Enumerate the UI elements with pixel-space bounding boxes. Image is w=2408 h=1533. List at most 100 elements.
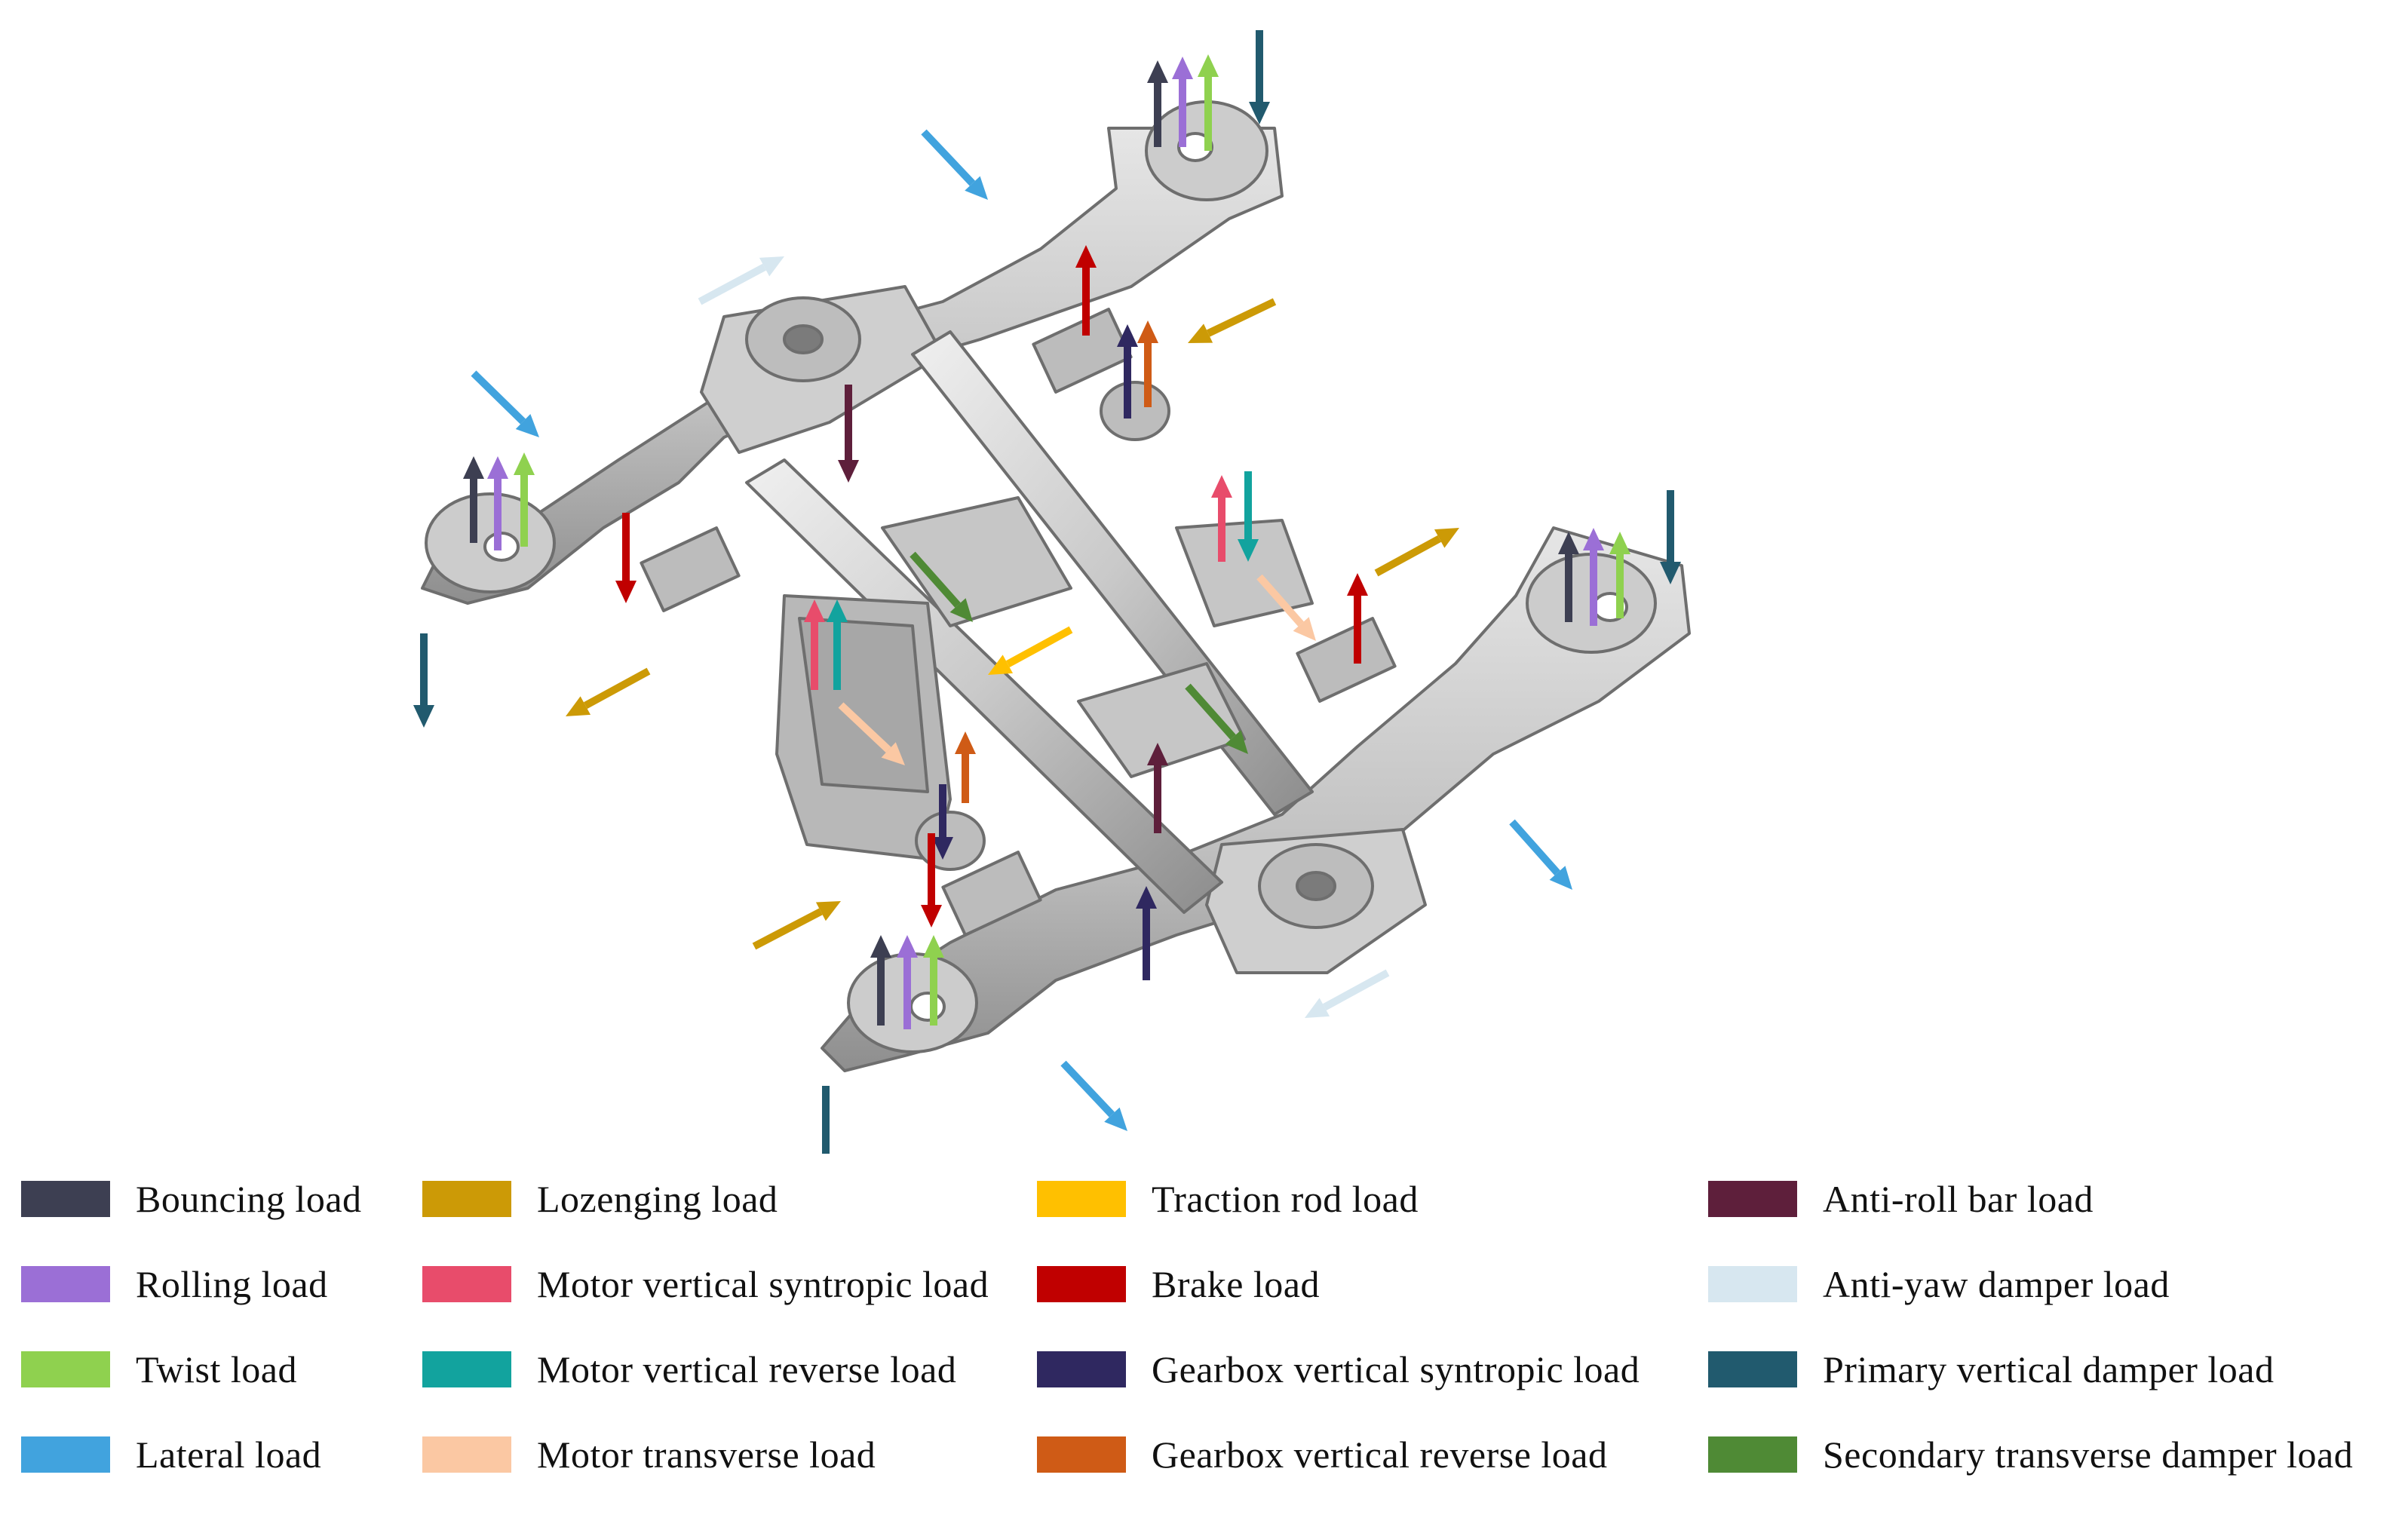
- legend-label: Brake load: [1152, 1263, 1320, 1305]
- arrow-head: [1104, 1107, 1127, 1131]
- arrow-lateral-34: [1509, 819, 1572, 890]
- bogie-frame-diagram: [413, 30, 1691, 1154]
- legend-label: Anti-yaw damper load: [1823, 1263, 2170, 1305]
- arrow-rolling-12: [487, 456, 508, 550]
- arrow-head: [463, 456, 484, 479]
- legend-item-bouncing: Bouncing load: [21, 1176, 362, 1222]
- arrow-head: [1147, 60, 1168, 83]
- arrow-gearbox-vertical-reverse-36: [955, 731, 976, 803]
- arrow-head: [1172, 57, 1193, 79]
- arrow-head: [1583, 528, 1604, 550]
- legend-swatch-lozenging: [422, 1181, 511, 1217]
- arrow-primary-vertical-damper-16: [413, 633, 434, 728]
- arrow-motor-vertical-reverse-19: [827, 599, 848, 690]
- arrow-head: [955, 731, 976, 754]
- arrow-anti-roll-bar-29: [1147, 743, 1168, 833]
- legend-swatch-brake: [1037, 1266, 1126, 1302]
- legend-label: Anti-roll bar load: [1823, 1178, 2094, 1220]
- arrow-brake-15: [615, 513, 637, 603]
- arrow-primary-vertical-damper-45: [822, 1086, 830, 1154]
- arrow-twist-43: [923, 935, 944, 1026]
- arrow-head: [827, 599, 848, 622]
- legend-swatch-gearbox-vertical-syntropic: [1037, 1351, 1126, 1387]
- arrow-shaft: [838, 702, 891, 753]
- legend-item-anti-roll-bar: Anti-roll bar load: [1708, 1176, 2094, 1222]
- motor-box-face: [798, 617, 929, 793]
- brake-bracket-1: [1032, 308, 1133, 394]
- legend-swatch-gearbox-vertical-reverse: [1037, 1436, 1126, 1473]
- arrow-head: [1225, 730, 1248, 754]
- side-frame-front: [821, 526, 1691, 1072]
- legend-item-lateral: Lateral load: [21, 1432, 321, 1477]
- legend-item-motor-transverse: Motor transverse load: [422, 1432, 876, 1477]
- arrow-lateral-44: [1060, 1060, 1127, 1131]
- legend-swatch-anti-yaw-damper: [1708, 1266, 1797, 1302]
- legend-item-gearbox-vertical-reverse: Gearbox vertical reverse load: [1037, 1432, 1607, 1477]
- arrow-motor-transverse-25: [1256, 574, 1316, 641]
- legend-swatch-motor-vertical-reverse: [422, 1351, 511, 1387]
- arrow-bouncing-30: [1558, 532, 1579, 622]
- arrow-head: [965, 176, 988, 200]
- legend-label: Secondary transverse damper load: [1823, 1433, 2354, 1476]
- legend-swatch-bouncing: [21, 1181, 110, 1217]
- legend-label: Traction rod load: [1152, 1178, 1419, 1220]
- legend-item-motor-vertical-syntropic: Motor vertical syntropic load: [422, 1262, 989, 1307]
- arrow-lateral-4: [921, 129, 988, 200]
- arrow-gearbox-vertical-syntropic-35: [932, 784, 953, 860]
- arrow-lateral-14: [471, 370, 539, 437]
- arrow-shaft: [1005, 626, 1073, 668]
- cross-beam-left: [745, 458, 1223, 914]
- arrow-head: [921, 905, 942, 927]
- arrow-head: [838, 460, 859, 483]
- arrow-twist-13: [514, 452, 535, 547]
- arrow-head: [514, 452, 535, 475]
- arrow-anti-yaw-damper-5: [698, 256, 784, 305]
- arrow-shaft: [921, 129, 976, 186]
- arrow-bouncing-0: [1147, 60, 1168, 147]
- arrow-lozenging-6: [1188, 298, 1277, 343]
- legend-label: Lozenging load: [537, 1178, 778, 1220]
- arrow-rolling-31: [1583, 528, 1604, 626]
- arrow-head: [1434, 528, 1459, 548]
- arrow-shaft: [1206, 298, 1277, 337]
- arrow-head: [988, 655, 1014, 675]
- arrow-secondary-transverse-damper-26: [1185, 683, 1248, 754]
- arrow-shaft: [1256, 574, 1304, 627]
- legend-item-secondary-transverse-damper: Secondary transverse damper load: [1708, 1432, 2353, 1477]
- legend-swatch-anti-roll-bar: [1708, 1181, 1797, 1217]
- arrow-shaft: [1509, 819, 1560, 875]
- legend-label: Gearbox vertical reverse load: [1152, 1433, 1608, 1476]
- legend-swatch-motor-transverse: [422, 1436, 511, 1473]
- arrow-shaft: [1374, 535, 1442, 577]
- arrow-head: [1305, 998, 1330, 1018]
- brake-bracket-2: [1296, 617, 1397, 703]
- arrow-head: [566, 696, 591, 716]
- legend-item-gearbox-vertical-syntropic: Gearbox vertical syntropic load: [1037, 1347, 1640, 1392]
- legend-item-anti-yaw-damper: Anti-yaw damper load: [1708, 1262, 2170, 1307]
- arrow-head: [487, 456, 508, 479]
- arrow-lozenging-17: [566, 667, 651, 716]
- arrow-bouncing-41: [870, 935, 891, 1026]
- arrow-head: [1117, 324, 1138, 347]
- legend-item-twist: Twist load: [21, 1347, 297, 1392]
- legend-label: Rolling load: [136, 1263, 328, 1305]
- arrow-head: [870, 935, 891, 958]
- legend: Bouncing load Rolling load Twist load La…: [0, 1176, 2408, 1531]
- arrow-brake-28: [1347, 573, 1368, 664]
- arrow-head: [1137, 320, 1158, 343]
- legend-item-primary-vertical-damper: Primary vertical damper load: [1708, 1347, 2275, 1392]
- arrow-brake-37: [921, 833, 942, 927]
- legend-swatch-twist: [21, 1351, 110, 1387]
- arrow-shaft: [1185, 683, 1236, 740]
- arrow-head: [1249, 102, 1270, 124]
- arrow-head: [1188, 323, 1213, 343]
- arrow-shaft: [1322, 969, 1390, 1011]
- gearbox-seat-upper: [1100, 381, 1170, 441]
- arrow-motor-vertical-reverse-24: [1238, 471, 1259, 562]
- arrow-gearbox-vertical-syntropic-8: [1117, 324, 1138, 419]
- arrow-twist-32: [1609, 532, 1630, 618]
- legend-swatch-motor-vertical-syntropic: [422, 1266, 511, 1302]
- arrow-shaft: [910, 551, 961, 608]
- legend-item-rolling: Rolling load: [21, 1262, 328, 1307]
- legend-label: Motor transverse load: [537, 1433, 876, 1476]
